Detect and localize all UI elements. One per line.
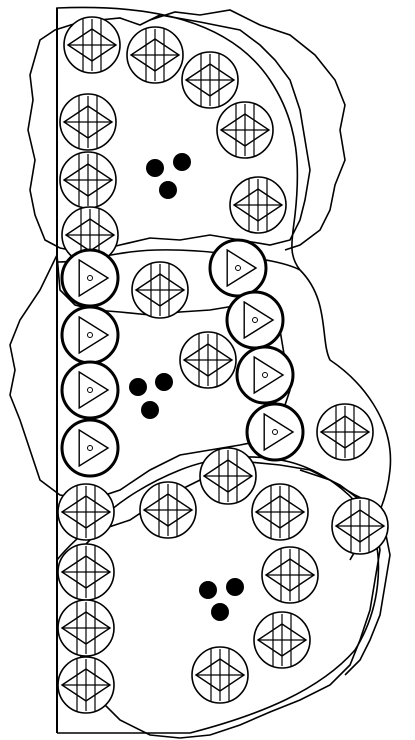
filled-dot [173, 153, 191, 171]
diamond-symbol [60, 94, 116, 150]
triangle-symbol [62, 307, 118, 363]
diamond-symbol [182, 52, 238, 108]
diamond-symbol [58, 600, 114, 656]
diamond-symbol [140, 482, 196, 538]
triangle-symbol [237, 347, 293, 403]
triangle-symbol [210, 240, 266, 296]
diamond-symbol [200, 448, 256, 504]
filled-dot [199, 581, 217, 599]
diamond-symbol [180, 332, 236, 388]
diamond-symbol [127, 27, 183, 83]
diamond-symbol [132, 262, 188, 318]
filled-dot [155, 373, 173, 391]
triangle-symbol [227, 292, 283, 348]
diamond-symbol [252, 484, 308, 540]
filled-dot [146, 159, 164, 177]
diamond-symbol [254, 612, 310, 668]
diamond-symbol [58, 657, 114, 713]
triangle-symbol [247, 404, 303, 460]
filled-dot [211, 603, 229, 621]
diamond-symbol [60, 152, 116, 208]
diamond-symbol [64, 17, 120, 73]
diamond-symbol [192, 647, 248, 703]
diamond-symbol [317, 404, 373, 460]
diamond-symbol [58, 484, 114, 540]
diamond-symbol [217, 102, 273, 158]
dot-layer [129, 153, 244, 621]
diamond-symbol [58, 544, 114, 600]
triangle-symbol [62, 420, 118, 476]
diamond-symbol [230, 177, 286, 233]
triangle-symbol [62, 362, 118, 418]
filled-dot [129, 378, 147, 396]
filled-dot [226, 578, 244, 596]
diamond-symbol [332, 498, 388, 554]
triangle-symbol [62, 250, 118, 306]
filled-dot [159, 181, 177, 199]
filled-dot [141, 401, 159, 419]
diamond-symbol [262, 547, 318, 603]
